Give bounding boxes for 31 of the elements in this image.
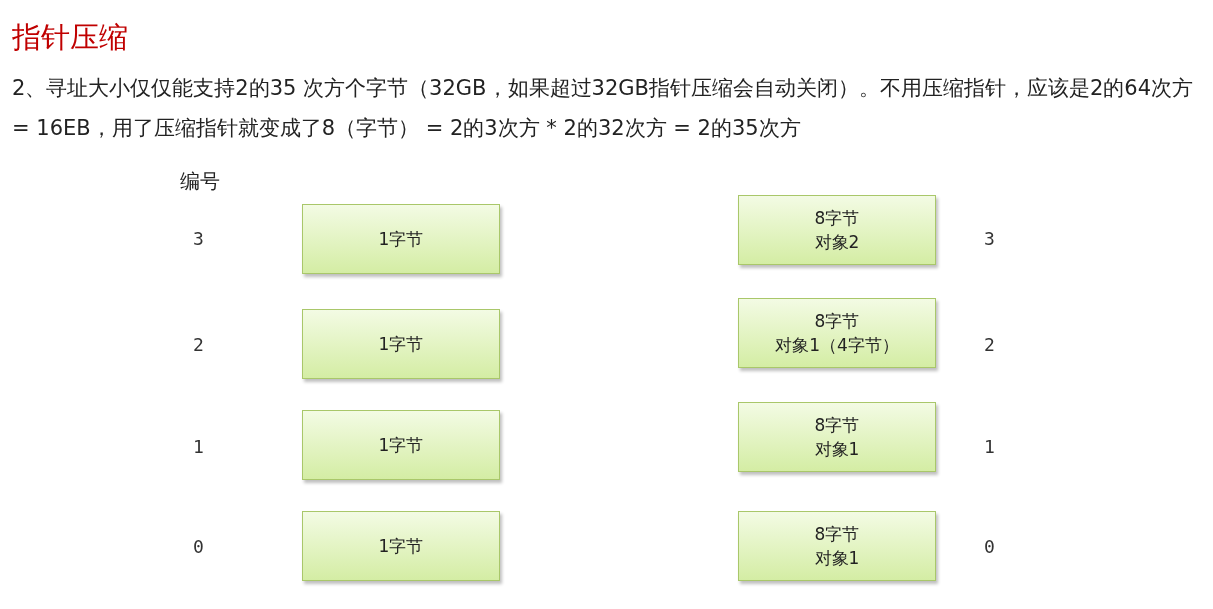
box-text: 1字节 xyxy=(378,434,424,457)
slide-title: 指针压缩 xyxy=(12,19,128,56)
box-text: 对象1 xyxy=(814,438,860,461)
description-text: 2、寻址大小仅仅能支持2的35 次方个字节（32GB，如果超过32GB指针压缩会自动关闭）。不用压缩指针，应该是2的64次方 = 16EB，用了压缩指针就变成了8（字节） = 2的3次方 * 2的32次方 = 2的35次方 xyxy=(12,75,1194,142)
box-text: 1字节 xyxy=(378,333,424,356)
box-text: 对象1（4字节） xyxy=(775,334,899,357)
memory-box xyxy=(302,410,500,480)
index-number: 1 xyxy=(984,436,995,457)
index-number: 1 xyxy=(193,436,204,457)
memory-box xyxy=(302,511,500,581)
index-number: 2 xyxy=(984,334,995,355)
index-number: 2 xyxy=(193,334,204,355)
box-text: 1字节 xyxy=(378,228,424,251)
box-text: 8字节 xyxy=(814,414,860,437)
box-text: 1字节 xyxy=(378,535,424,558)
column-heading: 编号 xyxy=(180,168,220,195)
box-text: 8字节 xyxy=(814,207,860,230)
index-number: 0 xyxy=(984,536,995,557)
index-number: 0 xyxy=(193,536,204,557)
memory-box xyxy=(738,298,936,368)
memory-box xyxy=(302,204,500,274)
index-number: 3 xyxy=(193,228,204,249)
memory-box xyxy=(738,402,936,472)
box-text: 对象2 xyxy=(814,231,860,254)
index-number: 3 xyxy=(984,228,995,249)
box-text: 8字节 xyxy=(814,310,860,333)
memory-box xyxy=(738,195,936,265)
box-text: 对象1 xyxy=(814,547,860,570)
memory-box xyxy=(302,309,500,379)
memory-box xyxy=(738,511,936,581)
box-text: 8字节 xyxy=(814,523,860,546)
